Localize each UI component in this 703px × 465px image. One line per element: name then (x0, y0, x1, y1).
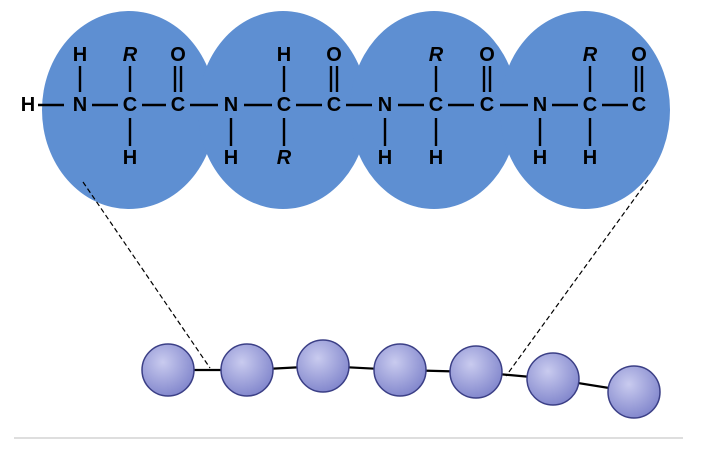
r1-n-h: H (73, 44, 87, 66)
r3-n-h: H (378, 147, 392, 169)
r3-ca: C (429, 94, 443, 116)
bead-7 (607, 365, 661, 419)
residue-blob-2 (198, 11, 368, 209)
r3-ca-h: H (429, 147, 443, 169)
r4-ca: C (583, 94, 597, 116)
r1-n: N (73, 94, 87, 116)
r2-side-r: R (277, 147, 292, 169)
r3-side-r: R (429, 44, 444, 66)
terminal-h: H (21, 94, 35, 116)
zoom-lines (82, 179, 649, 377)
r2-n: N (224, 94, 238, 116)
bead-4 (373, 343, 427, 397)
r3-c: C (480, 94, 494, 116)
r2-c: C (327, 94, 341, 116)
residue-blob-4 (500, 11, 670, 209)
r1-ca-h: H (123, 147, 137, 169)
r1-c: C (171, 94, 185, 116)
r1-side-r: R (123, 44, 138, 66)
residue-blobs (42, 11, 670, 209)
r4-n: N (533, 94, 547, 116)
residue-blob-3 (350, 11, 518, 209)
vertical-bonds (78, 66, 644, 146)
atom-labels: H N H C R H C O N H C H R C O N H C R H … (21, 44, 647, 169)
r3-o: O (479, 44, 495, 66)
r3-n: N (378, 94, 392, 116)
r4-c: C (632, 94, 646, 116)
r4-o: O (631, 44, 647, 66)
r1-ca: C (123, 94, 137, 116)
zoom-line-left (82, 181, 211, 369)
r4-n-h: H (533, 147, 547, 169)
r1-o: O (170, 44, 186, 66)
r4-side-r: R (583, 44, 598, 66)
bead-2 (220, 343, 274, 397)
r4-ca-h: H (583, 147, 597, 169)
bead-1 (141, 343, 195, 397)
zoom-line-right (505, 179, 649, 377)
beads (141, 339, 661, 419)
r2-o: O (326, 44, 342, 66)
r2-n-h: H (224, 147, 238, 169)
bead-6 (526, 352, 580, 406)
r2-ca: C (277, 94, 291, 116)
bead-chain (141, 339, 661, 419)
bead-3 (296, 339, 350, 393)
r2-ca-h: H (277, 44, 291, 66)
bead-5 (449, 345, 503, 399)
residue-blob-1 (42, 11, 216, 209)
